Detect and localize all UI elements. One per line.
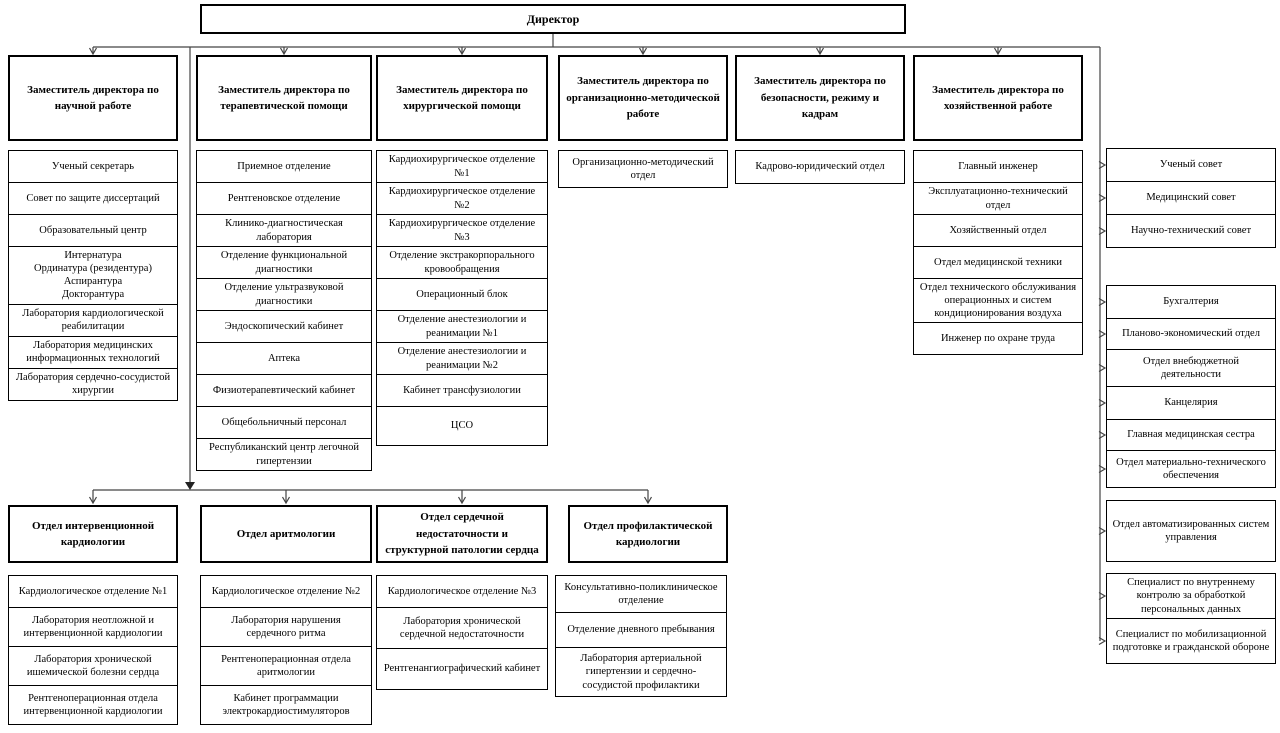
facilities-unit: Хозяйственный отдел (913, 214, 1083, 247)
deputy-security-box: Заместитель директора по безопасности, р… (735, 55, 905, 141)
orgmethod-units-stack: Организационно-методический отдел (558, 150, 728, 188)
therapy-unit: Рентгеновское отделение (196, 182, 372, 215)
interventional-unit: Кардиологическое отделение №1 (8, 575, 178, 608)
head-interventional-box: Отдел интервенционной кардиологии (8, 505, 178, 563)
admin-unit: Канцелярия (1106, 386, 1276, 420)
right-branch-connector (1098, 47, 1107, 646)
surgery-unit: Операционный блок (376, 278, 548, 311)
therapy-unit: Клинико-диагностическая лаборатория (196, 214, 372, 247)
specialist-box: Специалист по мобилизационной подготовке… (1106, 618, 1276, 664)
director-box: Директор (200, 4, 906, 34)
interventional-unit: Рентгеноперационная отдела интервенционн… (8, 685, 178, 725)
deputy-therapy-box: Заместитель директора по терапевтической… (196, 55, 372, 141)
science-unit: Образовательный центр (8, 214, 178, 247)
admin-units-stack: Бухгалтерия Планово-экономический отдел … (1106, 285, 1276, 488)
therapy-unit: Отделение ультразвуковой диагностики (196, 278, 372, 311)
therapy-unit: Отделение функциональной диагностики (196, 246, 372, 279)
surgery-unit: Отделение анестезиологии и реанимации №1 (376, 310, 548, 343)
surgery-unit: Кардиохирургическое отделение №1 (376, 150, 548, 183)
therapy-unit: Приемное отделение (196, 150, 372, 183)
interventional-units-stack: Кардиологическое отделение №1 Лаборатори… (8, 575, 178, 725)
arrhythmology-unit: Рентгеноперационная отдела аритмологии (200, 646, 372, 686)
surgery-units-stack: Кардиохирургическое отделение №1 Кардиох… (376, 150, 548, 446)
preventive-units-stack: Консультативно-поликлиническое отделение… (555, 575, 727, 697)
arrhythmology-unit: Кардиологическое отделение №2 (200, 575, 372, 608)
council-box: Научно-технический совет (1106, 214, 1276, 248)
science-unit: Совет по защите диссертаций (8, 182, 178, 215)
hr-unit: Кадрово-юридический отдел (735, 150, 905, 184)
deputy-orgmethod-box: Заместитель директора по организационно-… (558, 55, 728, 141)
surgery-unit: ЦСО (376, 406, 548, 446)
specialist-box: Специалист по внутреннему контролю за об… (1106, 573, 1276, 619)
admin-unit: Отдел материально-технического обеспечен… (1106, 450, 1276, 488)
science-unit: Лаборатория сердечно-сосудистой хирургии (8, 367, 178, 401)
orgmethod-unit: Организационно-методический отдел (558, 150, 728, 188)
surgery-unit: Отделение экстракорпорального кровообращ… (376, 246, 548, 279)
deputy-arrows (88, 47, 1003, 56)
hr-units-stack: Кадрово-юридический отдел (735, 150, 905, 184)
facilities-unit: Отдел технического обслуживания операцио… (913, 278, 1083, 324)
council-box: Медицинский совет (1106, 181, 1276, 215)
bottom-branch-connector (88, 47, 653, 505)
arrhythmology-unit: Лаборатория нарушения сердечного ритма (200, 607, 372, 647)
therapy-unit: Эндоскопический кабинет (196, 310, 372, 343)
surgery-unit: Кардиохирургическое отделение №3 (376, 214, 548, 247)
preventive-unit: Лаборатория артериальной гипертензии и с… (555, 647, 727, 697)
preventive-unit: Консультативно-поликлиническое отделение (555, 575, 727, 613)
head-preventive-box: Отдел профилактической кардиологии (568, 505, 728, 563)
therapy-unit: Аптека (196, 342, 372, 375)
science-unit: Лаборатория медицинских информационных т… (8, 335, 178, 369)
councils-stack: Ученый совет Медицинский совет Научно-те… (1106, 148, 1276, 248)
admin-unit: Главная медицинская сестра (1106, 419, 1276, 451)
head-arrhythmology-box: Отдел аритмологии (200, 505, 372, 563)
deputy-science-box: Заместитель директора по научной работе (8, 55, 178, 141)
science-units-stack: Ученый секретарь Совет по защите диссерт… (8, 150, 178, 401)
director-connector (93, 34, 1100, 48)
asu-units-stack: Отдел автоматизированных систем управлен… (1106, 500, 1276, 562)
deputy-facilities-box: Заместитель директора по хозяйственной р… (913, 55, 1083, 141)
therapy-unit: Общебольничный персонал (196, 406, 372, 439)
therapy-unit: Физиотерапевтический кабинет (196, 374, 372, 407)
deputy-surgery-box: Заместитель директора по хирургической п… (376, 55, 548, 141)
admin-unit: Бухгалтерия (1106, 285, 1276, 319)
surgery-unit: Кардиохирургическое отделение №2 (376, 182, 548, 215)
heart-failure-unit: Кардиологическое отделение №3 (376, 575, 548, 608)
surgery-unit: Кабинет трансфузиологии (376, 374, 548, 407)
admin-unit: Отдел внебюджетной деятельности (1106, 349, 1276, 387)
heart-failure-units-stack: Кардиологическое отделение №3 Лаборатори… (376, 575, 548, 690)
facilities-unit: Отдел медицинской техники (913, 246, 1083, 279)
science-unit: Лаборатория кардиологической реабилитаци… (8, 303, 178, 337)
specialists-stack: Специалист по внутреннему контролю за об… (1106, 573, 1276, 664)
interventional-unit: Лаборатория неотложной и интервенционной… (8, 607, 178, 647)
heart-failure-unit: Лаборатория хронической сердечной недост… (376, 607, 548, 649)
admin-unit: Планово-экономический отдел (1106, 318, 1276, 350)
asu-unit: Отдел автоматизированных систем управлен… (1106, 500, 1276, 562)
therapy-unit: Республиканский центр легочной гипертенз… (196, 438, 372, 471)
council-box: Ученый совет (1106, 148, 1276, 182)
interventional-unit: Лаборатория хронической ишемической боле… (8, 646, 178, 686)
science-unit: Интернатура Ординатура (резидентура) Асп… (8, 246, 178, 305)
heart-failure-unit: Рентгенангиографический кабинет (376, 648, 548, 690)
therapy-units-stack: Приемное отделение Рентгеновское отделен… (196, 150, 372, 471)
surgery-unit: Отделение анестезиологии и реанимации №2 (376, 342, 548, 375)
facilities-unit: Эксплуатационно-технический отдел (913, 182, 1083, 215)
science-unit: Ученый секретарь (8, 150, 178, 183)
head-heart-failure-box: Отдел сердечной недостаточности и структ… (376, 505, 548, 563)
arrhythmology-units-stack: Кардиологическое отделение №2 Лаборатори… (200, 575, 372, 725)
preventive-unit: Отделение дневного пребывания (555, 612, 727, 648)
facilities-unit: Главный инженер (913, 150, 1083, 183)
arrhythmology-unit: Кабинет программации электрокардиостимул… (200, 685, 372, 725)
facilities-unit: Инженер по охране труда (913, 322, 1083, 356)
facilities-units-stack: Главный инженер Эксплуатационно-техничес… (913, 150, 1083, 356)
